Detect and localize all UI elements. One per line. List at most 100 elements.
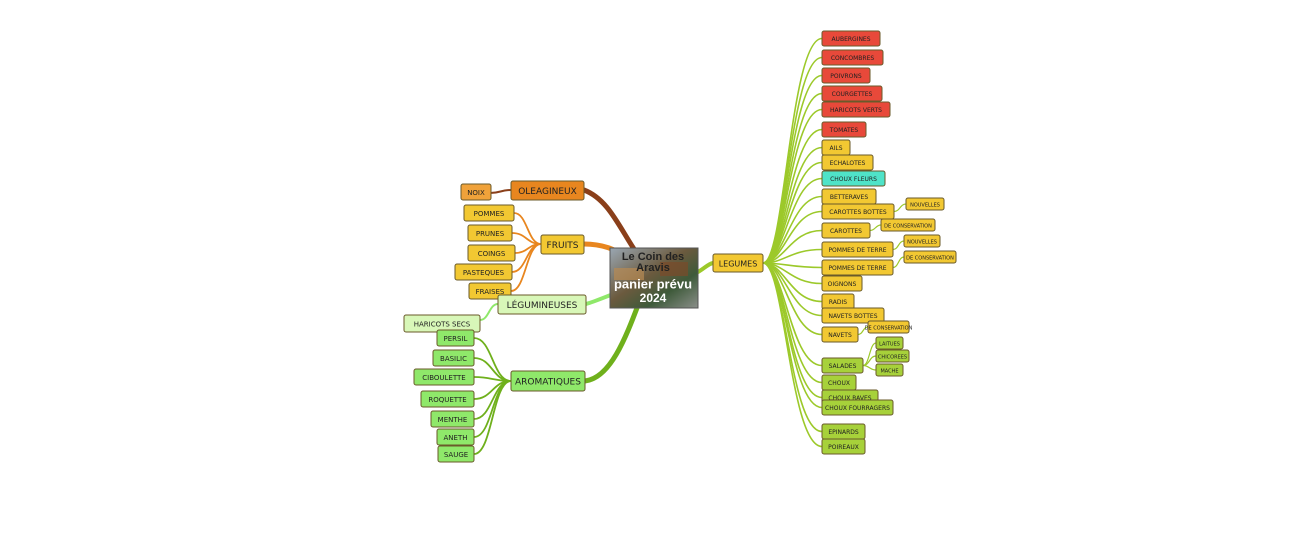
topic-pommes-de-terre-12-label: POMMES DE TERRE	[828, 247, 886, 254]
topic-choux-19-label: CHOUX	[828, 380, 850, 387]
central-title-line2: Aravis	[636, 262, 670, 274]
link-legume-18-sub-2	[862, 364, 877, 371]
topic-ails-6-label: AILS	[829, 145, 842, 152]
topic-chicorees-18-1[interactable]: CHICOREES	[875, 349, 910, 363]
topic-pommes-de-terre-13[interactable]: POMMES DE TERRE	[821, 259, 894, 276]
topic-basilic[interactable]: BASILIC	[432, 349, 475, 367]
topic-choux-19[interactable]: CHOUX	[821, 374, 857, 391]
topic-echalotes-7[interactable]: ECHALOTES	[821, 154, 874, 171]
topic-aneth[interactable]: ANETH	[436, 428, 475, 446]
topic-menthe[interactable]: MENTHE	[430, 410, 475, 428]
topic-nouvelles-10-0-label: NOUVELLES	[910, 203, 940, 209]
nodes-layer: OLEAGINEUX NOIX FRUITS POMMES PRUNES COINGSPA…	[403, 30, 957, 463]
topic-fruits[interactable]: FRUITS	[540, 234, 585, 255]
topic-choux-fleurs-8[interactable]: CHOUX FLEURS	[821, 170, 886, 187]
topic-courgettes-3[interactable]: COURGETTES	[821, 85, 883, 102]
topic-choux-fourragers-21[interactable]: CHOUX FOURRAGERS	[821, 399, 894, 416]
topic-de-conservation-17-0-label: DE CONSERVATION	[865, 326, 913, 332]
central-image-highlight	[614, 268, 644, 280]
topic-courgettes-3-label: COURGETTES	[832, 91, 873, 98]
topic-pommes-de-terre-12[interactable]: POMMES DE TERRE	[821, 241, 894, 258]
central-topic[interactable]: Le Coin des Aravis panier prévu 2024	[609, 247, 699, 309]
topic-noix-label: NOIX	[467, 189, 485, 197]
topic-aromatiques-label: AROMATIQUES	[515, 378, 581, 388]
topic-sauge-box	[437, 445, 475, 463]
topic-persil[interactable]: PERSIL	[436, 329, 475, 347]
topic-sauge-label: SAUGE	[444, 451, 468, 459]
topic-oignons-14-label: OIGNONS	[828, 281, 857, 288]
topic-legumes[interactable]: LEGUMES	[712, 253, 764, 273]
topic-aneth-box	[436, 428, 475, 446]
topic-de-conservation-11-0-label: DE CONSERVATION	[884, 224, 932, 230]
link-aro-6	[473, 380, 512, 455]
topic-poireaux-23-label: POIREAUX	[828, 444, 859, 451]
link-fruit-4	[510, 243, 542, 292]
topic-nouvelles-12-0[interactable]: NOUVELLES	[903, 234, 941, 248]
topic-poivrons-2[interactable]: POIVRONS	[821, 67, 871, 84]
topic-nouvelles-10-0[interactable]: NOUVELLES	[905, 197, 945, 211]
topic-carottes-11-box	[821, 222, 871, 239]
link-legume-11-sub-0	[869, 224, 882, 232]
topic-sauge[interactable]: SAUGE	[437, 445, 475, 463]
topic-ciboulette[interactable]: CIBOULETTE	[413, 368, 475, 386]
link-legume-18-sub-0	[862, 342, 877, 367]
topic-roquette-box	[420, 390, 475, 408]
topic-laitues-18-0[interactable]: LAITUES	[875, 336, 904, 350]
topic-choux-fourragers-21-box	[821, 399, 894, 416]
topic-carottes-bottes-10-label: CAROTTES BOTTES	[829, 209, 887, 216]
topic-noix-box	[460, 183, 492, 201]
topic-prunes[interactable]: PRUNES	[467, 224, 513, 242]
topic-legumineuses-box	[497, 294, 587, 315]
topic-de-conservation-11-0[interactable]: DE CONSERVATION	[880, 218, 936, 232]
topic-navets-17[interactable]: NAVETS	[821, 326, 859, 343]
topic-pasteques[interactable]: PASTEQUES	[454, 263, 513, 281]
topic-chicorees-18-1-box	[875, 349, 910, 363]
topic-navets-bottes-16[interactable]: NAVETS BOTTES	[821, 307, 885, 324]
topic-persil-label: PERSIL	[444, 335, 468, 343]
link-legume-17-sub-0	[857, 326, 869, 336]
topic-oleagineux[interactable]: OLEAGINEUX	[510, 180, 585, 201]
topic-poireaux-23-box	[821, 438, 866, 455]
topic-haricots-secs[interactable]: HARICOTS SECS	[403, 314, 481, 333]
topic-haricots-verts-4-label: HARICOTS VERTS	[830, 107, 882, 114]
topic-epinards-22[interactable]: EPINARDS	[821, 423, 866, 440]
topic-mache-18-2-box	[875, 363, 904, 377]
topic-salades-18[interactable]: SALADES	[821, 357, 864, 374]
topic-carottes-11-label: CAROTTES	[830, 228, 862, 235]
topic-tomates-5[interactable]: TOMATES	[821, 121, 867, 138]
topic-carottes-11[interactable]: CAROTTES	[821, 222, 871, 239]
topic-pommes-de-terre-13-box	[821, 259, 894, 276]
topic-mache-18-2[interactable]: MACHE	[875, 363, 904, 377]
topic-fruits-label: FRUITS	[547, 241, 579, 251]
topic-oleagineux-label: OLEAGINEUX	[518, 187, 577, 197]
topic-betteraves-9[interactable]: BETTERAVES	[821, 188, 877, 205]
topic-aromatiques[interactable]: AROMATIQUES	[510, 370, 586, 392]
topic-nouvelles-10-0-box	[905, 197, 945, 211]
topic-aubergines-0[interactable]: AUBERGINES	[821, 30, 881, 47]
topic-de-conservation-17-0[interactable]: DE CONSERVATION	[865, 320, 913, 334]
topic-legumes-label: LEGUMES	[719, 260, 758, 269]
topic-oignons-14[interactable]: OIGNONS	[821, 275, 863, 292]
topic-fraises-label: FRAISES	[476, 288, 505, 296]
topic-ails-6[interactable]: AILS	[821, 139, 851, 156]
topic-pommes[interactable]: POMMES	[463, 204, 515, 222]
topic-legumineuses[interactable]: LÉGUMINEUSES	[497, 294, 587, 315]
topic-oleagineux-box	[510, 180, 585, 201]
topic-de-conservation-13-0-label: DE CONSERVATION	[906, 256, 954, 262]
topic-oignons-14-box	[821, 275, 863, 292]
topic-concombres-1-label: CONCOMBRES	[831, 55, 875, 62]
topic-prunes-box	[467, 224, 513, 242]
topic-noix[interactable]: NOIX	[460, 183, 492, 201]
topic-salades-18-label: SALADES	[829, 363, 857, 370]
link-aro-4	[473, 380, 512, 420]
topic-coings[interactable]: COINGS	[467, 244, 516, 262]
topic-roquette[interactable]: ROQUETTE	[420, 390, 475, 408]
topic-legumes-box	[712, 253, 764, 273]
topic-concombres-1[interactable]: CONCOMBRES	[821, 49, 884, 66]
topic-choux-fleurs-8-label: CHOUX FLEURS	[830, 176, 877, 183]
topic-haricots-verts-4[interactable]: HARICOTS VERTS	[821, 101, 891, 118]
topic-de-conservation-13-0[interactable]: DE CONSERVATION	[903, 250, 957, 264]
topic-radis-15[interactable]: RADIS	[821, 293, 855, 310]
topic-carottes-bottes-10[interactable]: CAROTTES BOTTES	[821, 203, 895, 220]
topic-poireaux-23[interactable]: POIREAUX	[821, 438, 866, 455]
